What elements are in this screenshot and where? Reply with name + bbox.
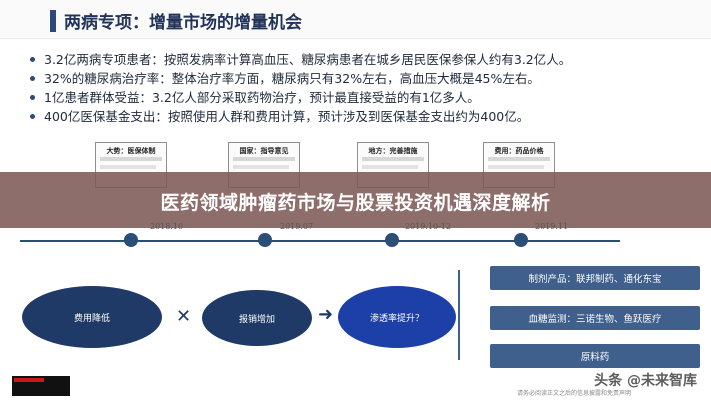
placeholder-line [362, 165, 418, 169]
slide-header: 两病专项：增量市场的增量机会 [0, 0, 711, 39]
timeline-box-label: 国家：指导意见 [239, 146, 289, 155]
overlay-banner: 医药领域肿瘤药市场与股票投资机遇深度解析 [0, 172, 711, 228]
placeholder-line [362, 157, 424, 161]
watermark: 头条 @未来智库 [594, 373, 697, 389]
result-box: 血糖监测：三诺生物、鱼跃医疗 [490, 306, 700, 330]
flow-node-penetration: 渗透率提升？ [338, 286, 456, 348]
banner-title: 医药领域肿瘤药市场与股票投资机遇深度解析 [160, 192, 551, 214]
placeholder-line [100, 165, 156, 169]
timeline-dot [124, 233, 138, 247]
result-box: 原料药 [490, 344, 700, 368]
bullet-item: 400亿医保基金支出：按照使用人群和费用计算，预计涉及到医保基金支出约为400亿… [28, 107, 688, 126]
timeline-line [20, 240, 620, 242]
placeholder-line [488, 157, 550, 161]
timeline-box-label: 大势：医保体制 [106, 146, 156, 155]
bullet-item: 3.2亿两病专项患者：按照发病率计算高血压、糖尿病患者在城乡居民医保参保人约有3… [28, 50, 688, 69]
arrow-right-icon: ➜ [318, 304, 334, 325]
timeline-date: 2019.07 [280, 222, 314, 231]
footnote: 请务必阅读正文之后的信息披露和免责声明 [516, 390, 631, 397]
timeline-date: 2019.11 [535, 222, 569, 231]
placeholder-line [233, 157, 295, 161]
timeline-date: 2018.10 [150, 222, 184, 231]
timeline-dot [385, 233, 399, 247]
result-box: 制剂产品：联邦制药、通化东宝 [490, 266, 700, 290]
timeline-dot [514, 233, 528, 247]
bullet-item: 1亿患者群体受益：3.2亿人部分采取药物治疗，预计最直接受益的有1亿多人。 [28, 88, 688, 107]
redacted-logo [12, 376, 70, 396]
timeline-box-label: 费用：药品价格 [494, 146, 544, 155]
bullet-list: 3.2亿两病专项患者：按照发病率计算高血压、糖尿病患者在城乡居民医保参保人约有3… [28, 50, 688, 126]
placeholder-line [100, 157, 162, 161]
placeholder-line [233, 165, 289, 169]
timeline-box-label: 地方：完善措施 [368, 146, 418, 155]
multiply-icon: ✕ [176, 306, 192, 327]
timeline-date: 2019.10-12 [405, 222, 451, 231]
flow-node-reimburse-up: 报销增加 [202, 290, 312, 346]
bullet-item: 32%的糖尿病治疗率：整体治疗率方面，糖尿病只有32%左右，高血压大概是45%左… [28, 69, 688, 88]
bracket-connector [458, 270, 488, 360]
timeline-dot [258, 233, 272, 247]
slide-title: 两病专项：增量市场的增量机会 [64, 13, 302, 33]
title-accent-bar [50, 10, 56, 32]
placeholder-line [488, 165, 544, 169]
flow-node-cost-down: 费用降低 [22, 286, 162, 348]
